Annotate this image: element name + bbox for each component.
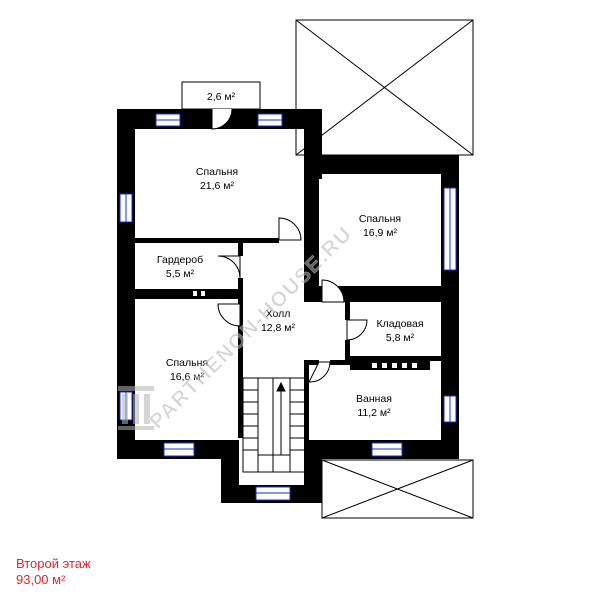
svg-text:Кладовая: Кладовая: [376, 318, 423, 330]
door-bathroom: [308, 361, 331, 383]
door-wardrobe: [217, 255, 241, 279]
svg-text:21,6 м²: 21,6 м²: [200, 180, 235, 192]
window: [443, 187, 457, 271]
svg-text:5,5 м²: 5,5 м²: [166, 268, 195, 280]
svg-text:Спальня: Спальня: [166, 357, 208, 369]
room-bedroom-1: Спальня 21,6 м²: [196, 166, 238, 192]
room-bedroom-3: Спальня 16,6 м²: [166, 357, 208, 383]
svg-text:16,6 м²: 16,6 м²: [170, 371, 205, 383]
door-bedroom-1: [278, 217, 302, 241]
balcony-label: 2,6 м²: [207, 91, 236, 103]
watermark-logo: [118, 386, 154, 430]
floor-title: Второй этаж: [16, 556, 91, 571]
room-bedroom-2: Спальня 16,9 м²: [359, 213, 401, 239]
svg-text:Спальня: Спальня: [196, 166, 238, 178]
wall-vents: [193, 291, 417, 368]
doors: [211, 108, 368, 383]
window: [257, 113, 283, 127]
stair-steps: [243, 389, 305, 451]
room-storage: Кладовая 5,8 м²: [376, 318, 423, 344]
room-hall: Холл 12,8 м²: [261, 308, 296, 334]
staircase: [242, 377, 306, 473]
door-bedroom-3: [217, 303, 241, 327]
floor-caption: Второй этаж 93,00 м²: [16, 556, 91, 588]
watermark: PARTHENON-HOUSE.RU: [118, 222, 357, 434]
arrow-up-icon: [276, 381, 286, 392]
window: [119, 193, 133, 223]
window: [443, 395, 457, 423]
svg-text:Холл: Холл: [266, 308, 291, 320]
svg-text:Спальня: Спальня: [359, 213, 401, 225]
svg-text:12,8 м²: 12,8 м²: [261, 322, 296, 334]
room-bathroom: Ванная 11,2 м²: [356, 393, 392, 419]
window: [371, 442, 403, 457]
svg-text:Гардероб: Гардероб: [157, 254, 203, 266]
svg-text:11,2 м²: 11,2 м²: [357, 407, 391, 419]
window: [163, 442, 195, 457]
door-storage: [346, 319, 368, 341]
door-bedroom-2: [321, 279, 345, 303]
window: [255, 486, 291, 501]
room-wardrobe: Гардероб 5,5 м²: [157, 254, 203, 280]
svg-text:16,9 м²: 16,9 м²: [363, 227, 398, 239]
svg-text:Ванная: Ванная: [356, 393, 392, 405]
balcony-outline: [181, 81, 261, 110]
floor-area: 93,00 м²: [16, 572, 66, 587]
svg-text:5,8 м²: 5,8 м²: [386, 332, 415, 344]
window: [155, 113, 181, 127]
svg-text:2,6 м²: 2,6 м²: [207, 91, 236, 103]
